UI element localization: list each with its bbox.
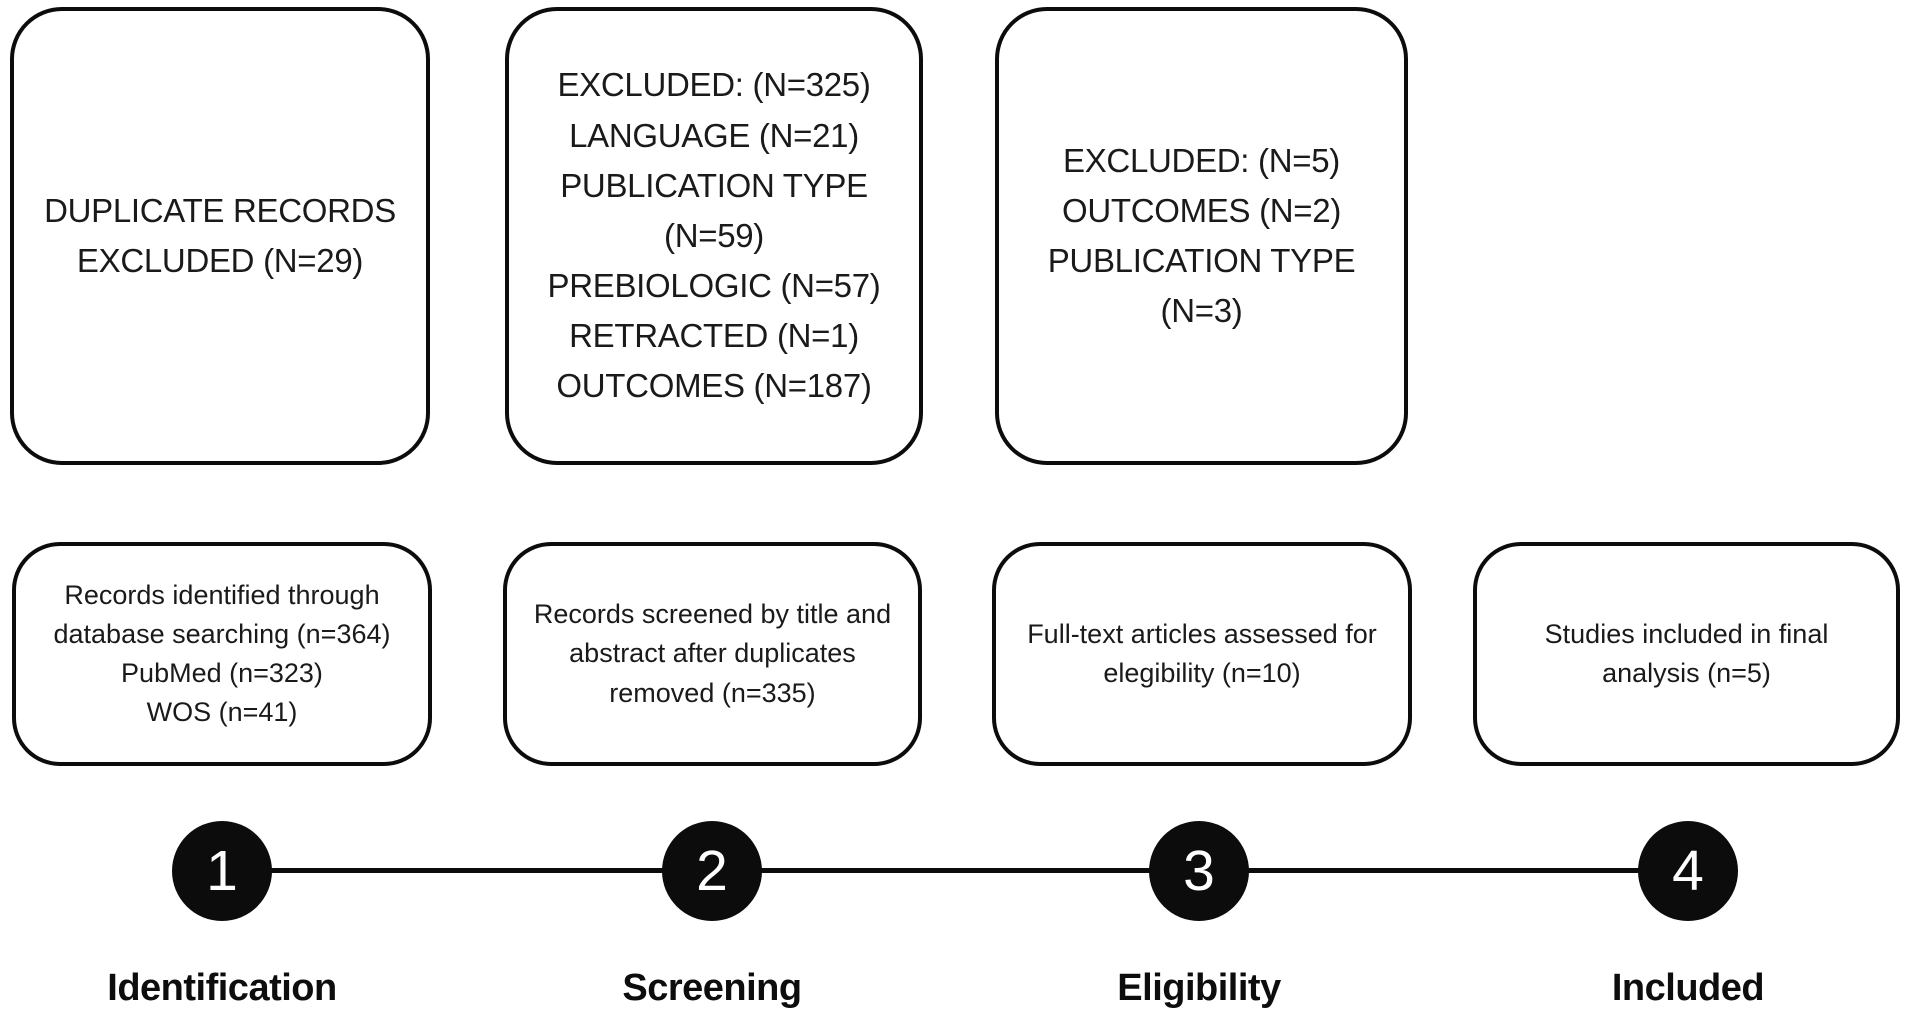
step-4-marker: 4 (1638, 821, 1738, 921)
step-1-number: 1 (206, 838, 238, 903)
step-4-number: 4 (1672, 838, 1704, 903)
records-identified-box: Records identified through database sear… (12, 542, 432, 766)
eligibility-exclusions-box: EXCLUDED: (N=5) OUTCOMES (N=2) PUBLICATI… (995, 7, 1408, 465)
studies-included-box: Studies included in final analysis (n=5) (1473, 542, 1900, 766)
step-3-number: 3 (1183, 838, 1215, 903)
step-3-label: Eligibility (1117, 967, 1281, 1009)
step-2-marker: 2 (662, 821, 762, 921)
records-screened-box: Records screened by title and abstract a… (503, 542, 922, 766)
step-3-marker: 3 (1149, 821, 1249, 921)
duplicates-excluded-box: DUPLICATE RECORDS EXCLUDED (N=29) (10, 7, 430, 465)
step-1-label: Identification (107, 967, 337, 1009)
fulltext-assessed-box: Full-text articles assessed for elegibil… (992, 542, 1412, 766)
step-1-marker: 1 (172, 821, 272, 921)
step-4-label: Included (1611, 967, 1765, 1009)
screening-exclusions-box: EXCLUDED: (N=325) LANGUAGE (N=21) PUBLIC… (505, 7, 923, 465)
step-2-label: Screening (622, 967, 802, 1009)
timeline-connector-line (222, 868, 1688, 873)
step-2-number: 2 (696, 838, 728, 903)
